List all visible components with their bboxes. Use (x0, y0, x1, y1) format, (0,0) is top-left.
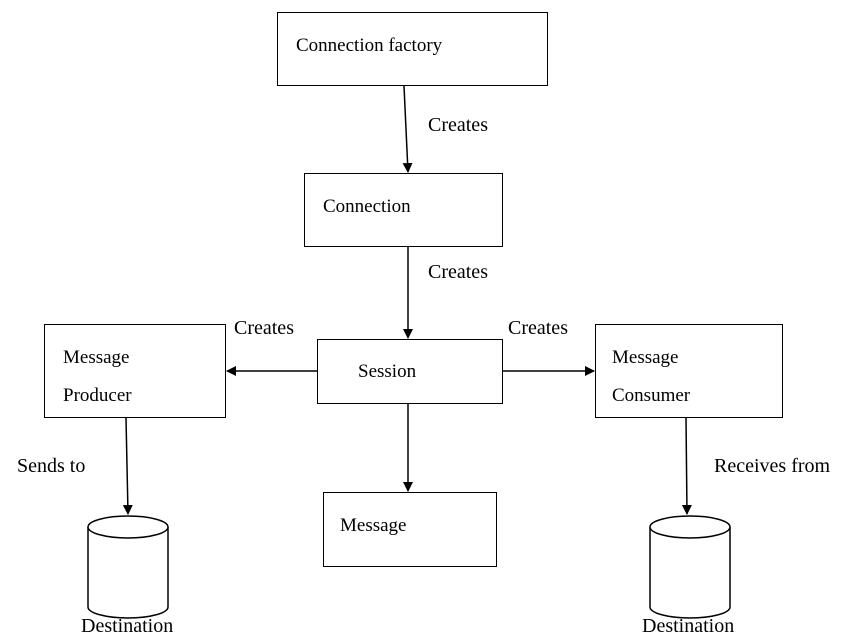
edge-label-receives-from: Receives from (714, 455, 831, 477)
edge-label-session-to-producer: Creates (234, 317, 294, 339)
session-box: Session (317, 339, 503, 404)
arrow-producer-to-destination (122, 417, 133, 515)
arrow-consumer-to-destination (681, 417, 692, 515)
session-label: Session (358, 361, 417, 382)
message-producer-box: Message Producer (44, 324, 226, 418)
message-consumer-label-line1: Message (612, 347, 679, 368)
edge-label-sends-to: Sends to (17, 455, 86, 477)
destination-left-label: Destination (81, 615, 174, 637)
destination-left-cylinder (87, 515, 169, 619)
arrow-factory-to-connection (402, 85, 413, 173)
connection-box: Connection (304, 173, 503, 247)
destination-right-label: Destination (642, 615, 735, 637)
edge-label-connection-to-session: Creates (428, 261, 488, 283)
message-box: Message (323, 492, 497, 567)
destination-right-cylinder (649, 515, 731, 619)
message-consumer-label-line2: Consumer (612, 385, 691, 406)
message-producer-label-line1: Message (63, 347, 130, 368)
connection-factory-box: Connection factory (277, 12, 548, 86)
edge-label-factory-to-connection: Creates (428, 114, 488, 136)
edge-label-session-to-consumer: Creates (508, 317, 568, 339)
message-producer-label-line2: Producer (63, 385, 132, 406)
connection-label: Connection (323, 196, 411, 217)
message-label: Message (340, 515, 407, 536)
connection-factory-label: Connection factory (296, 35, 443, 56)
message-consumer-box: Message Consumer (595, 324, 783, 418)
